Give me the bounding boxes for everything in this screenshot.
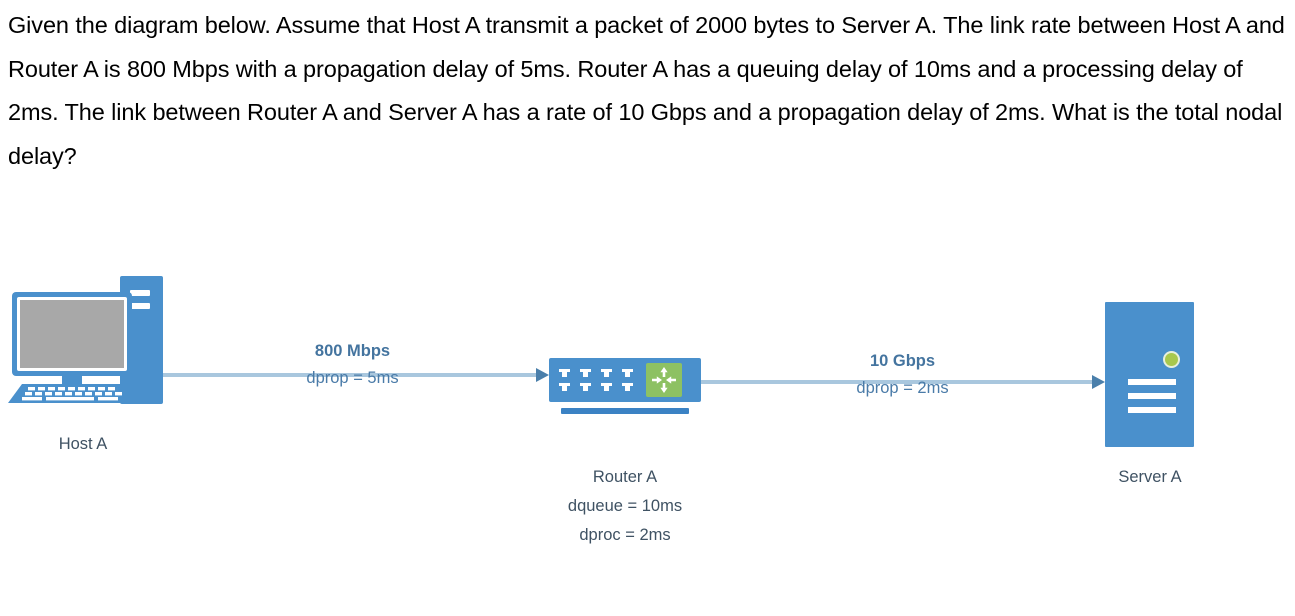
router-a-label-group: Router A dqueue = 10ms dproc = 2ms bbox=[500, 463, 750, 550]
server-a-label-group: Server A bbox=[1070, 463, 1230, 492]
monitor-frame bbox=[12, 292, 132, 376]
keyboard-icon bbox=[8, 384, 136, 406]
monitor-stand-neck bbox=[62, 375, 82, 386]
arrow-head-icon bbox=[1092, 375, 1105, 389]
router-port-grid bbox=[559, 369, 633, 393]
network-diagram: Host A 800 Mbps dprop = 5ms bbox=[0, 180, 1295, 616]
link-line bbox=[163, 373, 536, 377]
router-port bbox=[622, 369, 633, 378]
arrow-head-icon bbox=[536, 368, 549, 382]
router-port bbox=[601, 383, 612, 392]
router-a-dqueue: dqueue = 10ms bbox=[567, 497, 683, 515]
monitor-screen bbox=[20, 300, 124, 368]
desktop-computer-icon bbox=[8, 276, 163, 408]
router-port bbox=[559, 383, 570, 392]
link-router-server-label: 10 Gbps dprop = 2ms bbox=[810, 348, 995, 402]
router-icon bbox=[549, 358, 701, 418]
server-slot-line bbox=[1128, 407, 1176, 413]
router-port bbox=[622, 383, 633, 392]
router-port bbox=[559, 369, 570, 378]
router-port bbox=[580, 369, 591, 378]
link-prop-delay: dprop = 5ms bbox=[306, 369, 399, 387]
server-a-label: Server A bbox=[1118, 468, 1182, 486]
link-router-server bbox=[701, 375, 1105, 389]
link-line bbox=[701, 380, 1092, 384]
link-host-router-label: 800 Mbps dprop = 5ms bbox=[255, 338, 450, 392]
tower-slot-lower bbox=[130, 303, 150, 309]
link-prop-delay: dprop = 2ms bbox=[856, 379, 949, 397]
router-port bbox=[580, 383, 591, 392]
host-a-label-group: Host A bbox=[8, 430, 158, 459]
server-status-led-icon bbox=[1165, 353, 1178, 366]
router-body bbox=[549, 358, 701, 402]
link-host-router bbox=[163, 368, 549, 382]
router-a-label: Router A bbox=[592, 468, 658, 486]
tower-slot-upper bbox=[130, 290, 150, 296]
host-a-label: Host A bbox=[58, 435, 108, 453]
link-rate: 800 Mbps bbox=[314, 342, 391, 360]
router-base-bar bbox=[561, 408, 689, 414]
router-port bbox=[601, 369, 612, 378]
server-slot-line bbox=[1128, 393, 1176, 399]
router-a-dproc: dproc = 2ms bbox=[579, 526, 671, 544]
link-rate: 10 Gbps bbox=[869, 352, 936, 370]
question-text: Given the diagram below. Assume that Hos… bbox=[8, 12, 1285, 169]
server-icon bbox=[1105, 302, 1194, 447]
monitor-bezel bbox=[17, 297, 127, 371]
routing-arrows-icon bbox=[646, 363, 682, 397]
server-slot-line bbox=[1128, 379, 1176, 385]
